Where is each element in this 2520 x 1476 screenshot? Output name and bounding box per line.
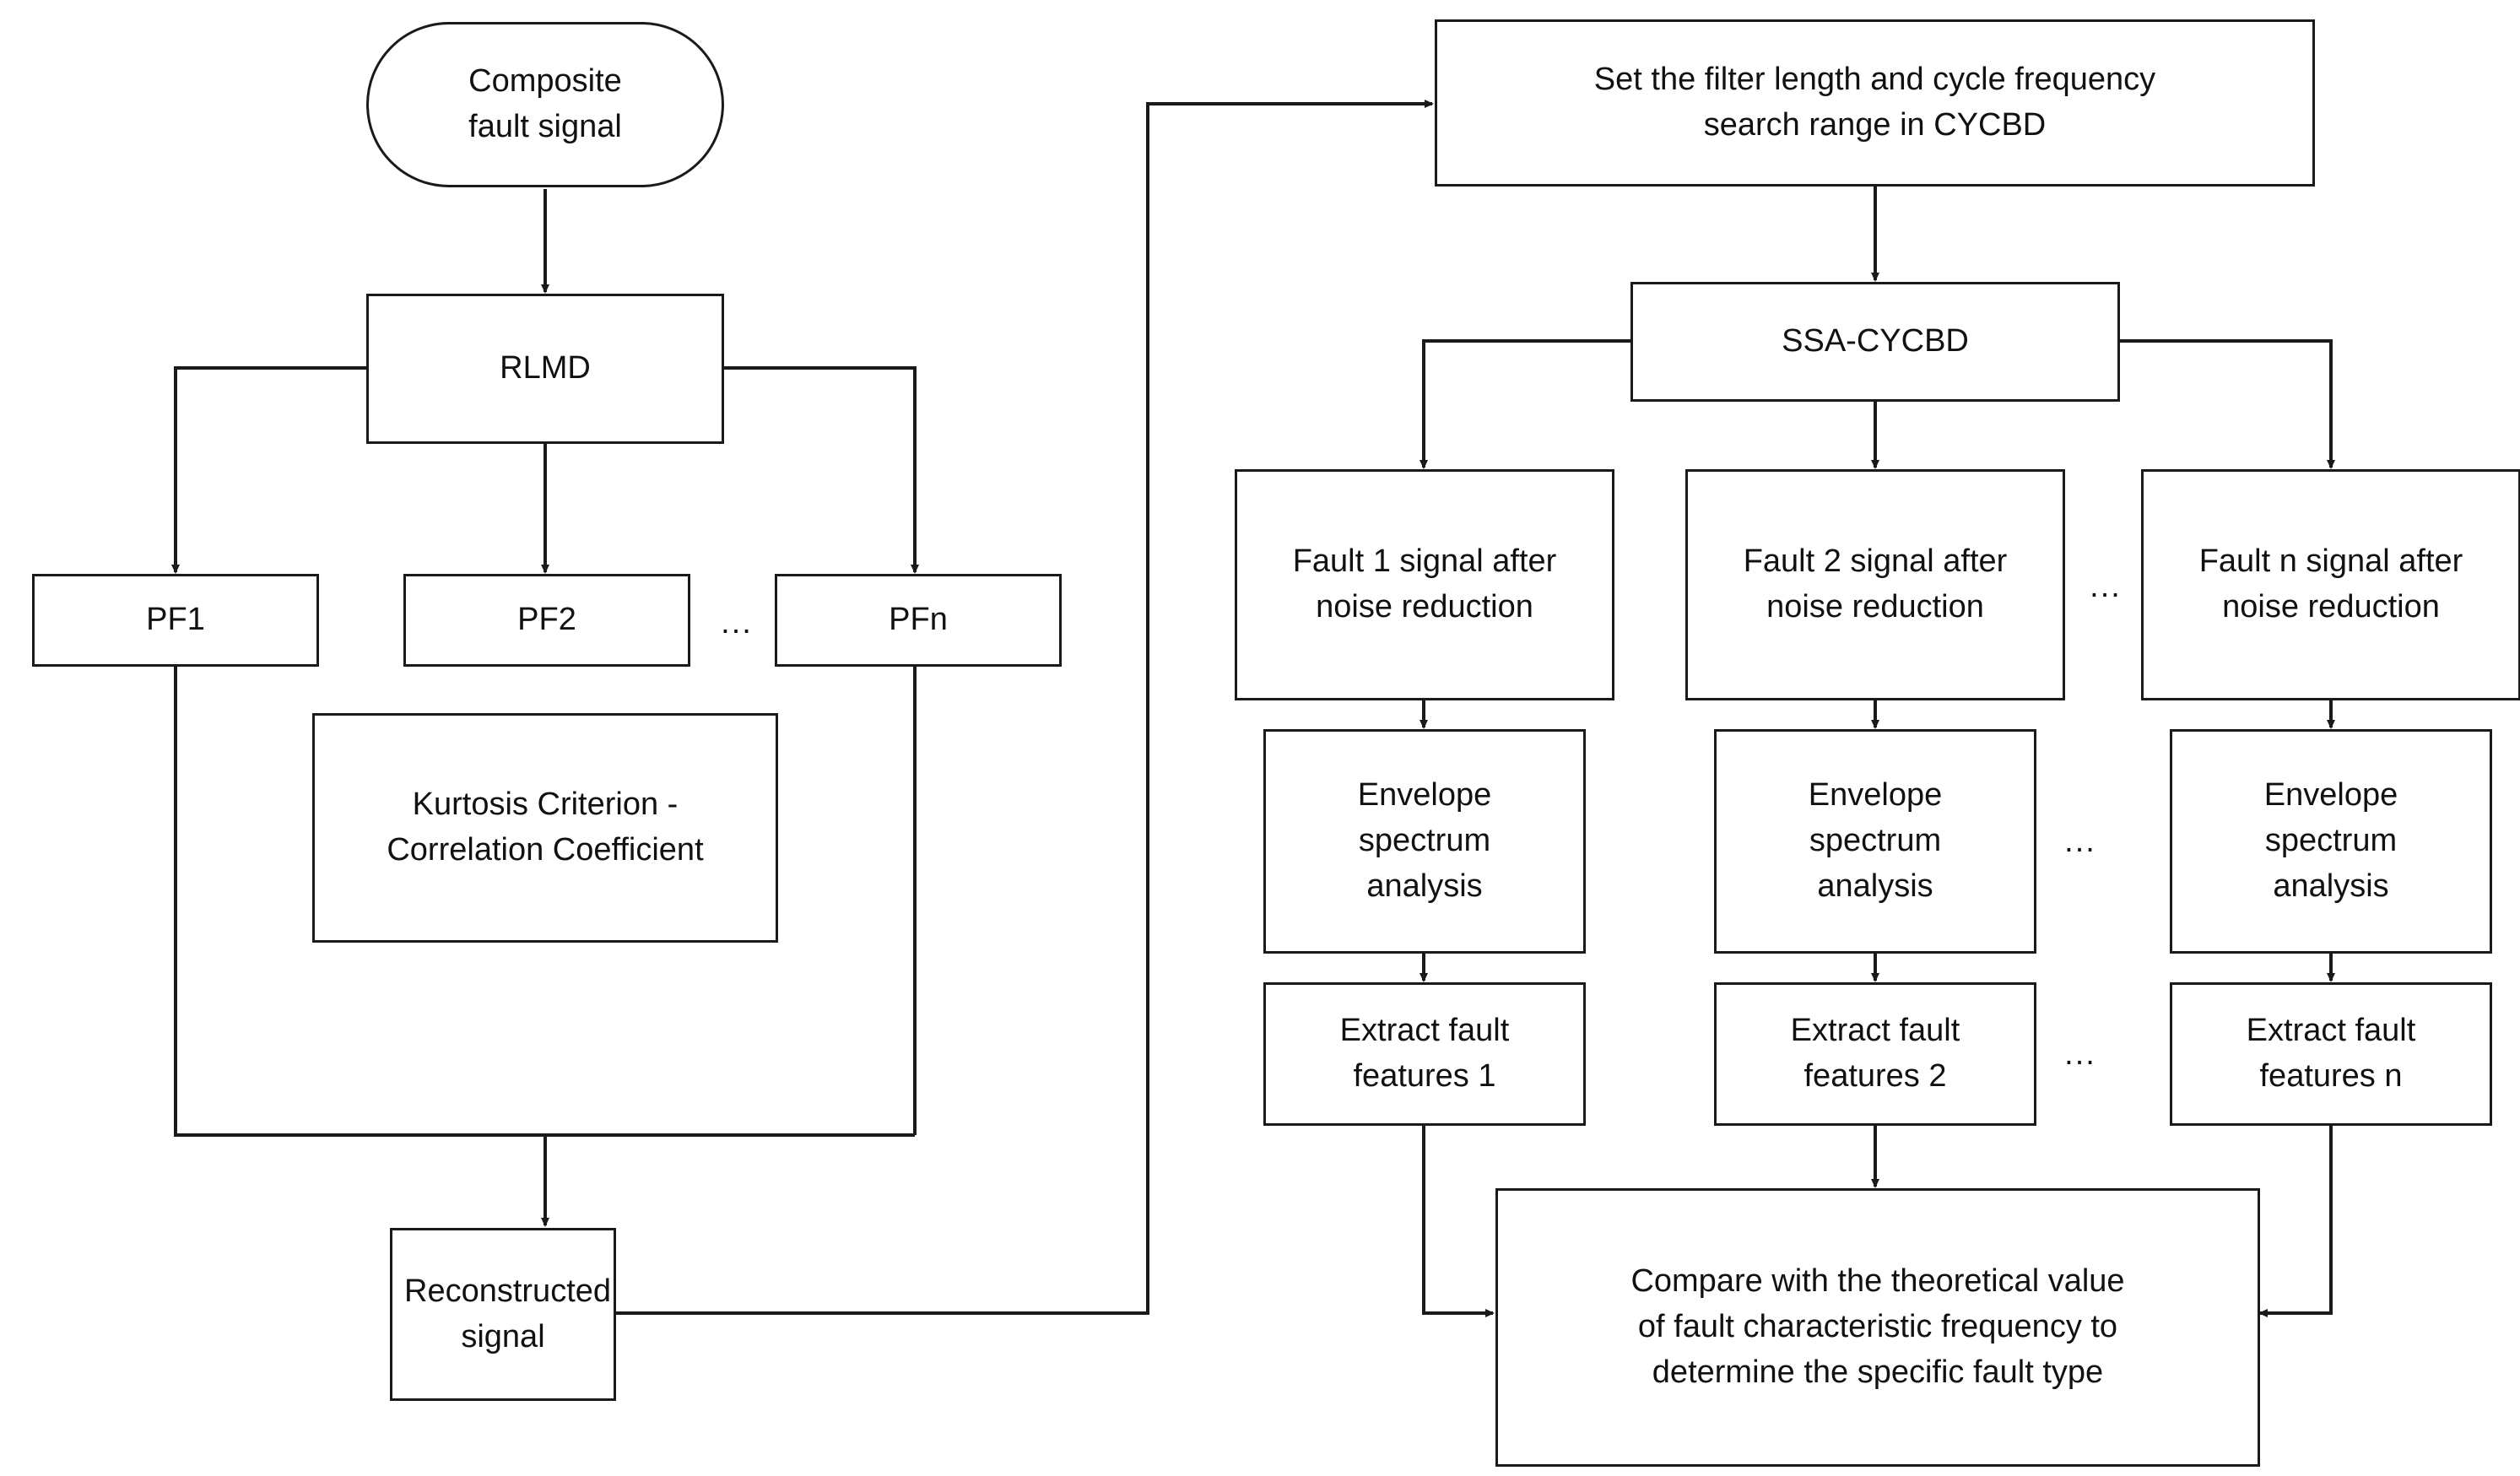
node-label: Reconstructed signal — [404, 1273, 612, 1354]
node-envelope-spectrum-2[interactable]: Envelope spectrum analysis — [1714, 729, 2036, 954]
wire-rlmd-to-pf1 — [171, 366, 366, 574]
node-composite-fault-signal[interactable]: Composite fault signal — [366, 22, 724, 187]
ellipsis-denoised: ... — [2090, 569, 2122, 604]
wire-ssacycbd-to-faultn — [2120, 339, 2335, 469]
node-extract-features-n[interactable]: Extract fault features n — [2170, 982, 2492, 1126]
node-label: PF1 — [146, 602, 205, 638]
node-fault1-denoised[interactable]: Fault 1 signal after noise reduction — [1235, 469, 1614, 700]
node-extract-features-1[interactable]: Extract fault features 1 — [1263, 982, 1586, 1126]
node-label: Fault n signal after noise reduction — [2198, 543, 2463, 624]
node-label: Composite fault signal — [468, 63, 622, 144]
node-envelope-spectrum-1[interactable]: Envelope spectrum analysis — [1263, 729, 1586, 954]
node-label: RLMD — [500, 350, 591, 387]
node-pfn[interactable]: PFn — [775, 574, 1062, 667]
node-label: PF2 — [517, 602, 576, 638]
node-label: Extract fault features n — [2246, 1013, 2416, 1094]
node-ssa-cycbd[interactable]: SSA-CYCBD — [1630, 282, 2120, 402]
node-pf2[interactable]: PF2 — [403, 574, 690, 667]
node-compare-conclusion[interactable]: Compare with the theoretical value of fa… — [1495, 1188, 2260, 1467]
node-kurtosis-criterion[interactable]: Kurtosis Criterion - Correlation Coeffic… — [312, 713, 778, 943]
node-label: Envelope spectrum analysis — [1808, 777, 1943, 904]
wire-reconstructed-to-setup — [500, 100, 1434, 1315]
wire-rlmd-to-pfn — [724, 366, 919, 574]
node-label: PFn — [889, 602, 948, 638]
node-extract-features-2[interactable]: Extract fault features 2 — [1714, 982, 2036, 1126]
node-envelope-spectrum-n[interactable]: Envelope spectrum analysis — [2170, 729, 2492, 954]
node-label: Fault 2 signal after noise reduction — [1743, 543, 2008, 624]
node-rlmd[interactable]: RLMD — [366, 294, 724, 444]
ellipsis-pf: ... — [721, 605, 753, 641]
node-set-filter-length[interactable]: Set the filter length and cycle frequenc… — [1435, 19, 2315, 187]
node-label: SSA-CYCBD — [1782, 323, 1969, 360]
ellipsis-features: ... — [2064, 1036, 2096, 1072]
node-label: Extract fault features 2 — [1790, 1013, 1960, 1094]
node-label: Set the filter length and cycle frequenc… — [1593, 62, 2156, 143]
node-label: Envelope spectrum analysis — [2263, 777, 2398, 904]
wire-featuresn-to-conclusion — [2258, 1126, 2333, 1317]
node-label: Envelope spectrum analysis — [1357, 777, 1492, 904]
node-reconstructed-signal[interactable]: Reconstructed signal — [390, 1228, 616, 1401]
node-label: Extract fault features 1 — [1339, 1013, 1510, 1094]
node-fault2-denoised[interactable]: Fault 2 signal after noise reduction — [1685, 469, 2065, 700]
wire-features1-to-conclusion — [1422, 1126, 1495, 1317]
node-label: Kurtosis Criterion - Correlation Coeffic… — [387, 787, 704, 868]
ellipsis-envelope: ... — [2064, 824, 2096, 859]
node-label: Fault 1 signal after noise reduction — [1292, 543, 1557, 624]
node-label: Compare with the theoretical value of fa… — [1630, 1263, 2125, 1390]
node-pf1[interactable]: PF1 — [32, 574, 319, 667]
wire-ssacycbd-to-fault1 — [1420, 339, 1630, 469]
node-faultn-denoised[interactable]: Fault n signal after noise reduction — [2141, 469, 2520, 700]
